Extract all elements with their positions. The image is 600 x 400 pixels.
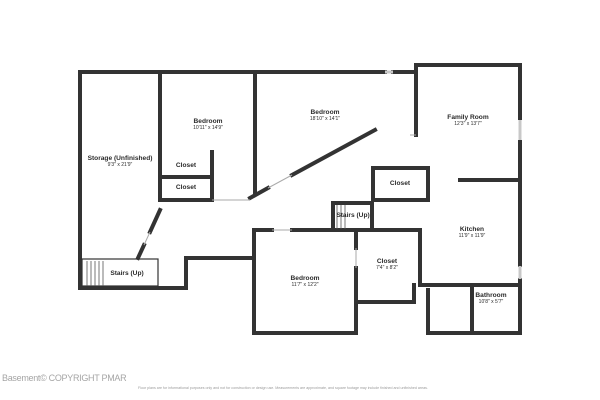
family-label: Family Room 12'3" x 13'7" <box>420 114 516 127</box>
closet-d-name: Closet <box>376 258 398 265</box>
bathroom-dim: 10'8" x 5'7" <box>478 298 504 305</box>
closet-c-name: Closet <box>389 180 411 187</box>
bedroom3-dim: 11'7" x 12'2" <box>291 281 319 288</box>
family-dim: 12'3" x 13'7" <box>454 120 482 127</box>
bedroom2-dim: 18'10" x 14'1" <box>309 115 341 122</box>
door-line-2 <box>267 174 293 189</box>
bath-inner <box>412 283 474 335</box>
closet-b-label: Closet <box>162 184 210 192</box>
closet-d-dim: 7'4" x 8'2" <box>376 264 398 271</box>
closet-lower-walls <box>354 283 416 335</box>
bathroom-label: Bathroom 10'8" x 5'7" <box>468 292 514 305</box>
wall-diag-lower <box>247 185 271 201</box>
bathroom-name: Bathroom <box>475 292 507 299</box>
storage-name: Storage (Unfinished) <box>87 155 153 162</box>
closet-a-name: Closet <box>175 162 197 169</box>
storage-label: Storage (Unfinished) 9'3" x 21'9" <box>80 155 160 168</box>
bedroom3-wall <box>252 228 358 335</box>
bedroom1-dim: 10'11" x 14'9" <box>193 124 223 131</box>
door-line-3 <box>143 231 151 246</box>
kitchen-dim: 11'9" x 11'9" <box>458 232 486 239</box>
bedroom3-top <box>252 228 358 250</box>
closet-d-label: Closet 7'4" x 8'2" <box>358 258 416 271</box>
closet-c-box <box>371 166 430 202</box>
kitchen-name: Kitchen <box>459 226 485 233</box>
kitchen-label: Kitchen 11'9" x 11'9" <box>430 226 514 239</box>
stairs-mid-label: Stairs (Up) <box>330 212 376 220</box>
stairs-mid-name: Stairs (Up) <box>336 212 370 219</box>
bedroom1-name: Bedroom <box>193 118 223 125</box>
bedroom2-label: Bedroom 18'10" x 14'1" <box>275 109 375 122</box>
wall-diag <box>289 127 378 178</box>
storage-dim: 9'3" x 21'9" <box>107 161 133 168</box>
storage-bottom <box>135 207 163 261</box>
closet-b-name: Closet <box>175 184 197 191</box>
closet-a-label: Closet <box>162 162 210 170</box>
outer-wall <box>78 63 522 287</box>
stairs-left-name: Stairs (Up) <box>110 270 144 277</box>
outer-wall-left <box>78 70 256 290</box>
disclaimer-text: Floor plans are for informational purpos… <box>138 386 428 390</box>
bedroom2-name: Bedroom <box>310 109 340 116</box>
wall-closets-mid <box>158 150 214 202</box>
bedroom1-label: Bedroom 10'11" x 14'9" <box>162 118 254 131</box>
watermark: Basement© COPYRIGHT PMAR <box>2 373 127 383</box>
closet-c-label: Closet <box>375 180 425 188</box>
wall-closets-left <box>158 150 214 202</box>
bedroom3-name: Bedroom <box>290 275 320 282</box>
outer-wall-right-lower <box>426 283 522 335</box>
bedroom3-label: Bedroom 11'7" x 12'2" <box>258 275 352 288</box>
stairs-left-label: Stairs (Up) <box>104 270 150 278</box>
closet-d-walls <box>354 228 474 304</box>
stairs-left-treads <box>81 258 159 287</box>
family-name: Family Room <box>447 114 489 121</box>
stairs-mid-treads <box>336 205 346 229</box>
